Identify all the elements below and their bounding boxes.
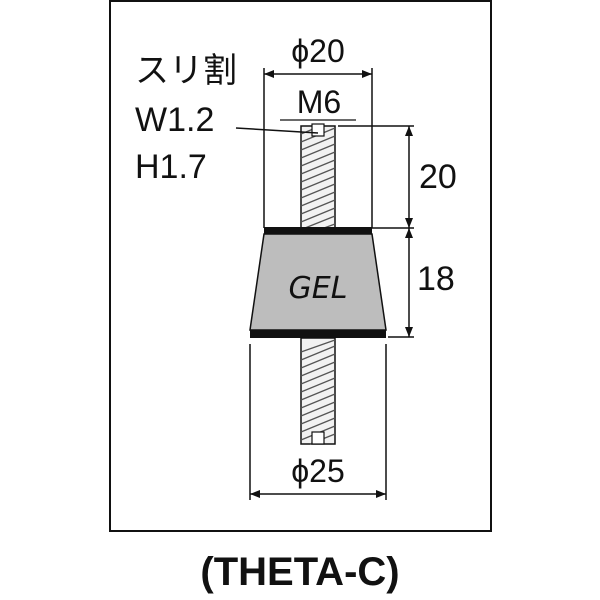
thread-size-label: M6: [297, 84, 341, 120]
slit-width-label: W1.2: [135, 101, 214, 139]
top-diameter-arrow-left: [264, 70, 274, 78]
gel-body-top-band: [264, 227, 372, 234]
bottom-diameter-arrow-right: [376, 490, 386, 498]
gel-body-bottom-band: [250, 330, 386, 338]
bottom-threaded-stud: [300, 337, 336, 445]
top-threaded-stud: [300, 123, 336, 229]
top-diameter-arrow-right: [362, 70, 372, 78]
top-diameter-label: ϕ20: [291, 33, 345, 69]
bottom-diameter-arrow-left: [250, 490, 260, 498]
drawing-frame: [109, 0, 492, 532]
bolt-length-arrow-top: [405, 126, 413, 136]
slit-height-label: H1.7: [135, 148, 207, 186]
body-height-arrow-top: [405, 228, 413, 238]
body-height-label: 18: [417, 260, 455, 298]
bolt-length-arrow-bottom: [405, 218, 413, 228]
slit-label: スリ割: [135, 52, 237, 90]
model-caption: (THETA-C): [200, 550, 399, 594]
slit-leader-line: [235, 127, 319, 134]
gel-body: [249, 227, 387, 338]
bottom-diameter-label: ϕ25: [291, 453, 345, 489]
gel-material-label: GEL: [289, 271, 348, 306]
bolt-length-label: 20: [419, 158, 457, 196]
body-height-arrow-bottom: [405, 327, 413, 337]
